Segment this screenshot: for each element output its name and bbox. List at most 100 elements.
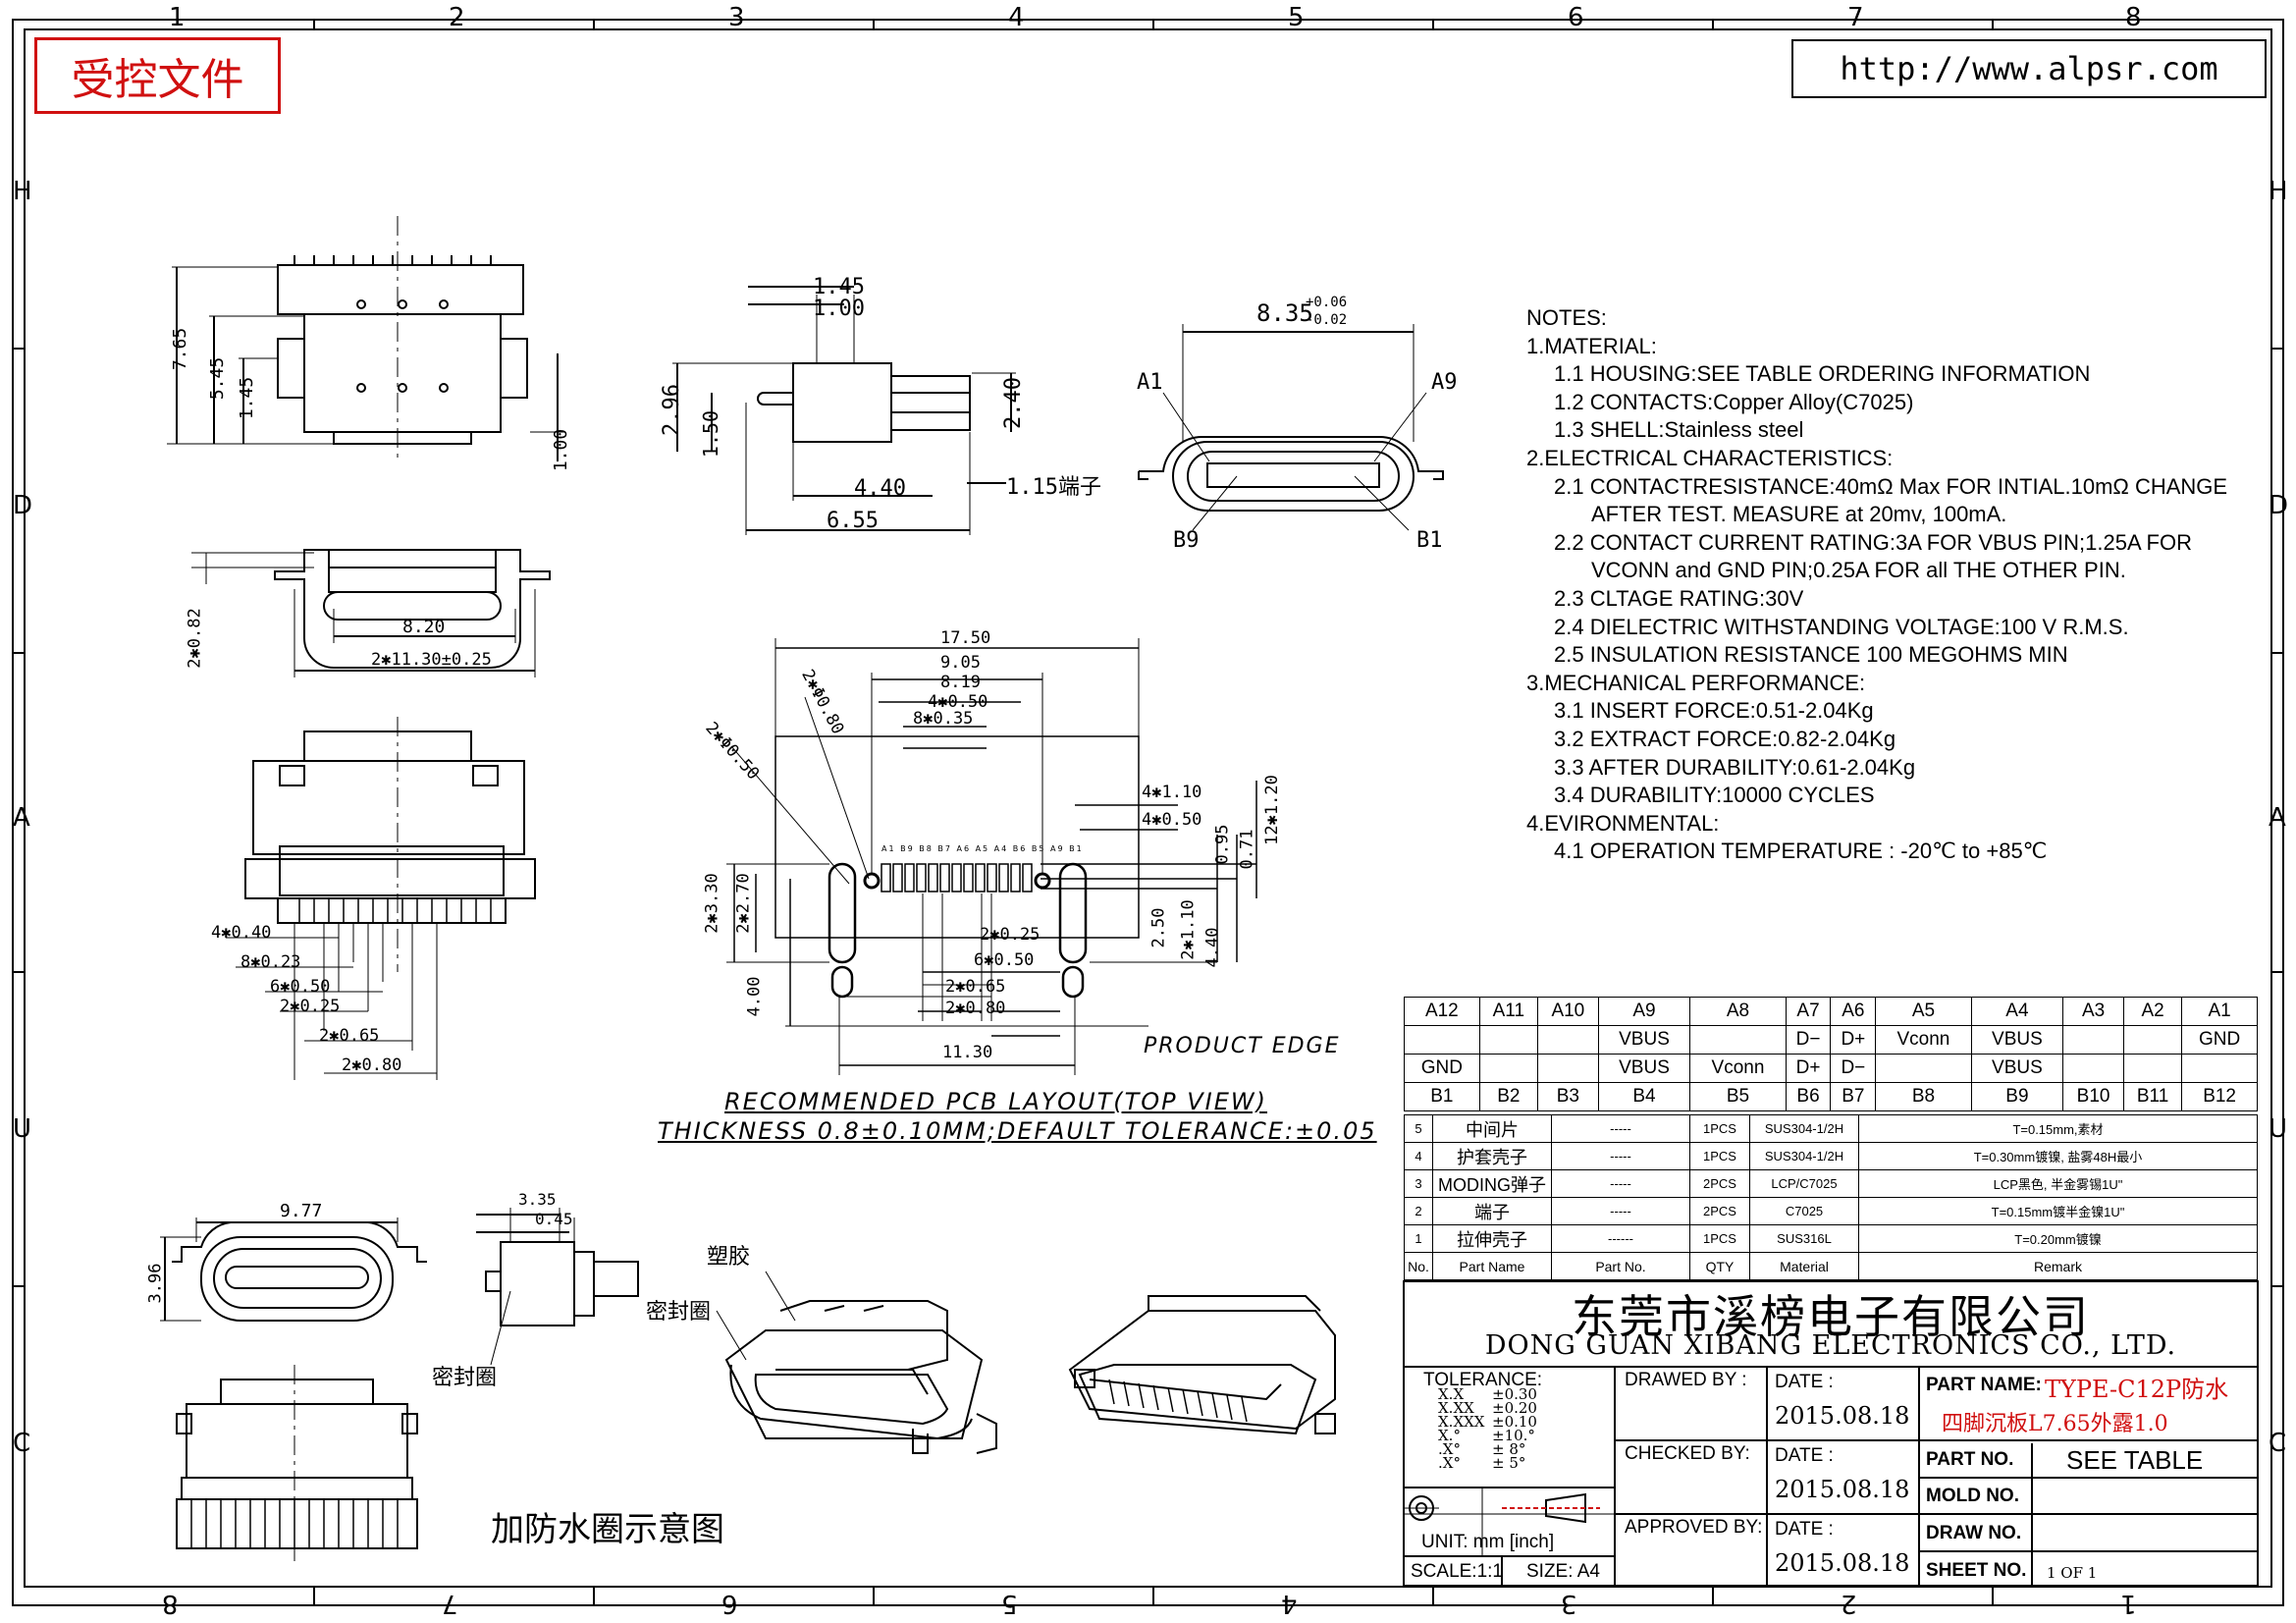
pin-label-b1: B1 (1416, 528, 1443, 553)
pin-cell: A9 (1597, 997, 1691, 1026)
pin-cell (2062, 1054, 2124, 1083)
pin-cell: B7 (1830, 1082, 1877, 1111)
pin-cell: D+ (1830, 1025, 1877, 1055)
tolerance-key: X.XX (1438, 1399, 1474, 1417)
dim-8-35-tol-up: +0.06 (1306, 295, 1348, 310)
sheet-no-value: 1 OF 1 (2047, 1564, 2098, 1582)
zone-row-h-right: H (2269, 177, 2288, 206)
date-label-1: DATE : (1775, 1372, 1834, 1392)
pin-cell: B5 (1689, 1082, 1787, 1111)
bom-cell-no: 1 (1404, 1224, 1433, 1253)
dim-1-45-side: 1.45 (813, 275, 865, 299)
zone-col-5-bottom: 5 (1001, 1589, 1018, 1618)
bom-header-no: No. (1404, 1252, 1433, 1280)
dim-pcb-4x0-50: 4✱0.50 (928, 692, 988, 712)
zone-col-1-bottom: 1 (2120, 1589, 2137, 1618)
note-line: 2.3 CLTAGE RATING:30V (1554, 585, 1804, 611)
date-label-3: DATE : (1775, 1519, 1834, 1540)
zone-col-6-top: 6 (1568, 3, 1584, 32)
bom-cell-qty: 2PCS (1689, 1169, 1750, 1198)
dim-pcb-9-05: 9.05 (940, 653, 981, 673)
note-line: 2.2 CONTACT CURRENT RATING:3A FOR VBUS P… (1554, 529, 2192, 555)
note-line: VCONN and GND PIN;0.25A FOR all THE OTHE… (1591, 558, 2126, 583)
draw-no-label: DRAW NO. (1926, 1523, 2022, 1543)
pin-cell: A11 (1478, 997, 1538, 1026)
seal-ring-label-1: 密封圈 (432, 1366, 498, 1390)
pin-cell: A6 (1830, 997, 1877, 1026)
checked-by-label: CHECKED BY: (1625, 1443, 1750, 1464)
approved-by-label: APPROVED BY: (1625, 1517, 1763, 1538)
note-line: 4.1 OPERATION TEMPERATURE : -20℃ to +85℃ (1554, 839, 2048, 864)
bom-header-part: Part Name (1432, 1252, 1552, 1280)
tolerance-key: .X° (1438, 1454, 1461, 1472)
dim-pcb-11-30: 11.30 (942, 1043, 993, 1062)
bom-cell-partno: ----- (1551, 1114, 1690, 1143)
bom-header-partno: Part No. (1551, 1252, 1690, 1280)
note-line: AFTER TEST. MEASURE at 20mv, 100mA. (1591, 502, 2007, 527)
dim-pcb-6x0-50: 6✱0.50 (974, 950, 1035, 970)
bom-cell-partno: ----- (1551, 1142, 1690, 1170)
dim-pcb-2x0-80: 2✱0.80 (945, 999, 1006, 1018)
bom-cell-part: 护套壳子 (1432, 1142, 1552, 1170)
dim-1-50: 1.50 (699, 409, 723, 459)
pin-cell (2122, 1054, 2183, 1083)
zone-col-1-top: 1 (169, 3, 186, 32)
pin-label-a1: A1 (1137, 370, 1163, 395)
bom-cell-qty: 1PCS (1689, 1114, 1750, 1143)
dim-pcb-2x0-65: 2✱0.65 (945, 977, 1006, 997)
bom-cell-qty: 1PCS (1689, 1142, 1750, 1170)
tolerance-value: ±0.30 (1492, 1385, 1537, 1403)
bom-cell-material: SUS304-1/2H (1749, 1142, 1859, 1170)
dim-4-40-side: 4.40 (854, 476, 906, 501)
note-line: 3.4 DURABILITY:10000 CYCLES (1554, 783, 1875, 808)
dim-pcb-4x0-50-right: 4✱0.50 (1142, 810, 1202, 830)
controlled-document-stamp: 受控文件 (34, 37, 281, 114)
pin-cell: GND (1404, 1054, 1480, 1083)
bom-cell-qty: 1PCS (1689, 1224, 1750, 1253)
tolerance-row: .X°± 5° (1438, 1454, 1615, 1472)
waterproof-diagram-caption: 加防水圈示意图 (491, 1510, 724, 1549)
dim-1-45-front: 1.45 (237, 376, 258, 420)
dim-pcb-17-50: 17.50 (940, 628, 991, 648)
dim-6-55: 6.55 (827, 509, 879, 533)
pcb-layout-caption-line2: THICKNESS 0.8±0.10MM;DEFAULT TOLERANCE:±… (658, 1117, 1377, 1145)
pin-cell: D− (1785, 1025, 1832, 1055)
dim-5-45: 5.45 (207, 356, 229, 401)
pin-cell: B12 (2181, 1082, 2258, 1111)
pin-cell (2181, 1054, 2258, 1083)
bom-cell-material: LCP/C7025 (1749, 1169, 1859, 1198)
pin-label-b9: B9 (1173, 528, 1200, 553)
bom-cell-part: MODING弹子 (1432, 1169, 1552, 1198)
dim-4x0-40: 4✱0.40 (211, 923, 272, 943)
bom-cell-partno: ----- (1551, 1197, 1690, 1225)
date-checked: 2015.08.18 (1775, 1476, 1910, 1503)
bom-cell-remark: T=0.15mm镀半金镍1U" (1858, 1197, 2258, 1225)
pin-cell (1536, 1025, 1599, 1055)
tolerance-row: X.XX ±0.20 (1438, 1399, 1615, 1417)
bom-cell-part: 端子 (1432, 1197, 1552, 1225)
dim-pcb-8-19: 8.19 (940, 673, 981, 692)
bom-cell-partno: ----- (1551, 1169, 1690, 1198)
pin-cell: D+ (1785, 1054, 1832, 1083)
tolerance-value: ±0.20 (1492, 1399, 1537, 1417)
part-name-line-2: 四脚沉板L7.65外露1.0 (1942, 1412, 2168, 1436)
dim-pcb-2x2-70: 2✱2.70 (733, 873, 754, 934)
part-no-value: SEE TABLE (2066, 1445, 2204, 1475)
pin-cell: A3 (2062, 997, 2124, 1026)
tolerance-key: X.X (1438, 1385, 1465, 1403)
dim-1-00-front: 1.00 (551, 428, 572, 472)
pin-cell: Vconn (1689, 1054, 1787, 1083)
zone-row-u-right: U (2269, 1114, 2288, 1144)
tolerance-row: X.XXX±0.10 (1438, 1415, 1615, 1430)
bom-cell-no: 5 (1404, 1114, 1433, 1143)
zone-row-c-left: C (13, 1429, 31, 1458)
pin-cell: B10 (2062, 1082, 2124, 1111)
